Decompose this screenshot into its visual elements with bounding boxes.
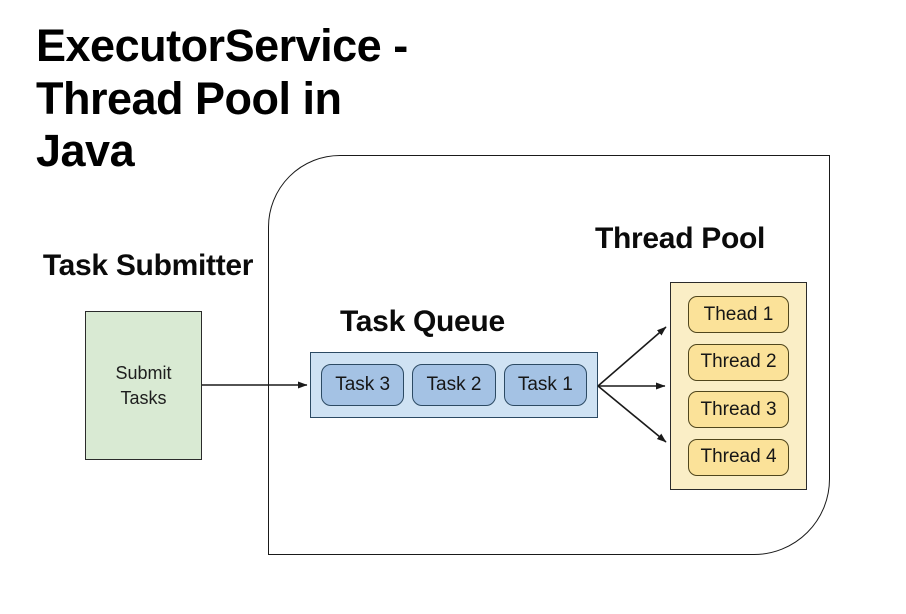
thread-chip-label: Thead 1 <box>703 303 774 325</box>
task-queue-label: Task Queue <box>340 305 505 338</box>
thread-chip: Thead 1 <box>688 296 789 333</box>
page-title: ExecutorService - Thread Pool in Java <box>36 20 408 177</box>
task-submitter-label: Task Submitter <box>42 249 254 282</box>
thread-pool-box: Thead 1 Thread 2 Thread 3 Thread 4 <box>670 282 807 490</box>
submit-tasks-box: Submit Tasks <box>85 311 202 460</box>
thread-chip-label: Thread 4 <box>700 446 777 468</box>
thread-chip-label: Thread 2 <box>700 351 777 373</box>
thread-chip: Thread 2 <box>688 343 789 381</box>
task-queue-box: Task 3 Task 2 Task 1 <box>310 352 598 418</box>
task-chip: Task 3 <box>321 364 405 406</box>
submit-tasks-text: Submit Tasks <box>115 363 172 408</box>
task-chip-label: Task 3 <box>335 374 391 395</box>
thread-chip-label: Thread 3 <box>700 398 777 420</box>
thread-chip: Thread 4 <box>688 438 789 476</box>
task-chip: Task 2 <box>412 364 496 406</box>
executor-service-boundary <box>268 155 830 555</box>
task-chip-label: Task 1 <box>517 374 573 395</box>
thread-chip: Thread 3 <box>688 391 789 429</box>
task-chip: Task 1 <box>503 364 587 406</box>
task-chip-label: Task 2 <box>426 374 482 395</box>
thread-pool-label: Thread Pool <box>595 222 766 255</box>
